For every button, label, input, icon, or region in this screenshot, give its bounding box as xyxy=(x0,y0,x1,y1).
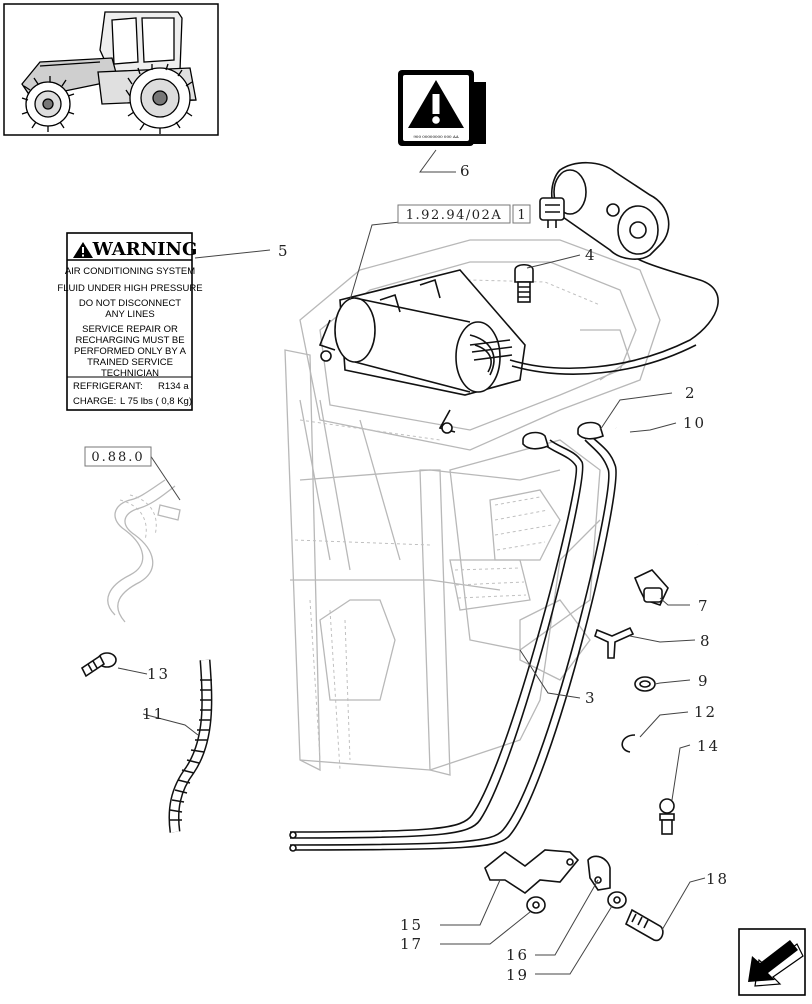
warning-line-pressure: FLUID UNDER HIGH PRESSURE xyxy=(57,283,202,294)
callout-5: 5 xyxy=(278,242,290,260)
warning-line-disconnect-1: DO NOT DISCONNECT xyxy=(79,298,181,309)
callout-2: 2 xyxy=(685,384,697,402)
callout-4: 4 xyxy=(585,246,597,264)
callout-12: 12 xyxy=(694,703,717,721)
refrigerant-label: REFRIGERANT: xyxy=(73,381,143,392)
warning-line-disconnect-2: ANY LINES xyxy=(105,309,154,320)
tractor-thumbnail xyxy=(3,3,219,136)
warning-heading: WARNING xyxy=(92,239,198,260)
arrow-bottom-left-icon xyxy=(748,940,804,987)
warning-label: WARNING AIR CONDITIONING SYSTEM FLUID UN… xyxy=(57,232,203,411)
decal-part-code: 900 00000000 000 AA xyxy=(413,134,458,139)
ac-evaporator-unit xyxy=(318,247,719,434)
navigation-arrow-button[interactable] xyxy=(738,928,806,996)
charge-value: L 75 lbs ( 0,8 Kg) xyxy=(120,396,192,407)
hose-clamp-item-9 xyxy=(634,676,656,692)
callout-11: 11 xyxy=(142,705,165,723)
callout-3: 3 xyxy=(585,689,597,707)
tractor-icon xyxy=(21,11,197,134)
tee-connector-item-8 xyxy=(594,626,635,659)
callout-6: 6 xyxy=(460,162,472,180)
callout-14: 14 xyxy=(697,737,720,755)
warning-line-service-5: TECHNICIAN xyxy=(101,368,159,379)
reference-code-a: 1.92.94/02A xyxy=(406,208,502,223)
hose-item-11 xyxy=(168,659,213,833)
reference-sheet-a: 1 xyxy=(517,208,525,223)
hose-item-10 xyxy=(615,425,700,546)
stud-item-14 xyxy=(659,798,675,835)
warning-symbol-decal: 900 00000000 000 AA xyxy=(398,70,486,146)
callout-8: 8 xyxy=(700,632,712,650)
callout-19: 19 xyxy=(506,966,529,984)
cab-ghost-outline xyxy=(284,239,661,776)
reference-box-0-88-0[interactable]: 0.88.0 xyxy=(84,446,152,467)
bolt-item-4 xyxy=(514,263,534,303)
callout-10: 10 xyxy=(683,414,706,432)
clip-item-7 xyxy=(633,569,669,606)
warning-line-service-4: TRAINED SERVICE xyxy=(87,357,173,368)
blower-fan-assembly xyxy=(539,161,670,260)
reference-code-b: 0.88.0 xyxy=(91,450,144,465)
callout-16: 16 xyxy=(506,946,529,964)
callout-numbers: 6 5 4 2 10 7 8 9 12 14 3 13 11 15 17 16 … xyxy=(142,162,729,984)
callout-17: 17 xyxy=(400,935,423,953)
callout-9: 9 xyxy=(698,672,710,690)
refrigerant-value: R134 a xyxy=(158,381,189,392)
warning-line-service-2: RECHARGING MUST BE xyxy=(75,335,184,346)
ghost-hose-reference xyxy=(107,479,181,623)
spring-clip-item-12 xyxy=(621,734,636,753)
bolt-item-13 xyxy=(80,652,117,678)
bracket-assembly xyxy=(484,849,664,942)
warning-line-system: AIR CONDITIONING SYSTEM xyxy=(65,266,195,277)
callout-15: 15 xyxy=(400,916,423,934)
callout-7: 7 xyxy=(698,597,710,615)
refrigerant-pipes xyxy=(289,421,617,852)
leader-lines xyxy=(117,149,706,975)
callout-18: 18 xyxy=(706,870,729,888)
reference-box-1-92-94-02a[interactable]: 1.92.94/02A 1 xyxy=(397,204,531,224)
warning-triangle-icon xyxy=(408,80,464,128)
warning-line-service-1: SERVICE REPAIR OR xyxy=(82,324,178,335)
charge-label: CHARGE: xyxy=(73,396,116,407)
warning-line-service-3: PERFORMED ONLY BY A xyxy=(74,346,187,357)
callout-13: 13 xyxy=(147,665,170,683)
